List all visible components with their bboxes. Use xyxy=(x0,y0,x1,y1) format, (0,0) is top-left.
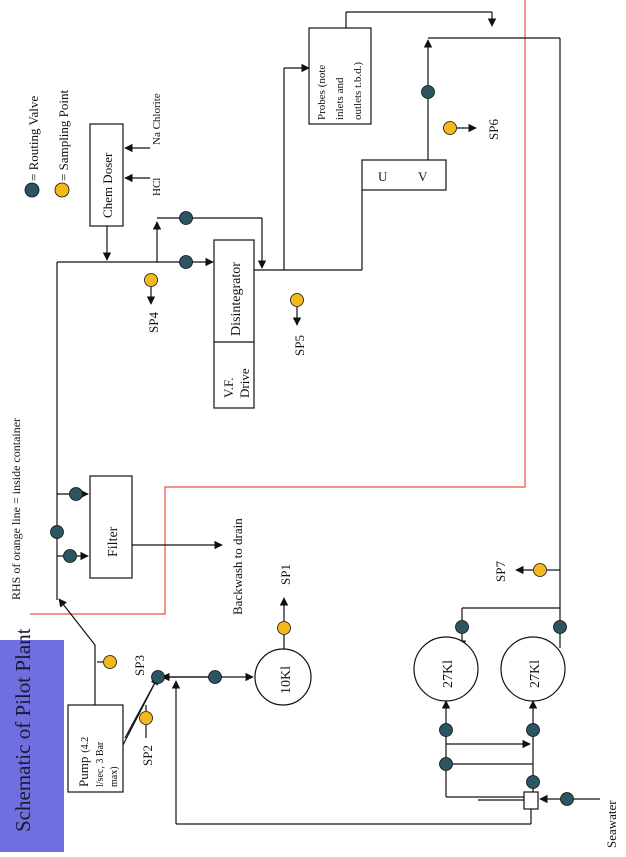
disintegrator-box xyxy=(213,239,255,409)
valve-filter-bottom[interactable] xyxy=(63,549,77,563)
valve-manifold-b[interactable] xyxy=(526,775,540,789)
seawater-label: Seawater xyxy=(604,800,619,848)
tank-27kl-a-label: 27Kl xyxy=(441,660,456,688)
sp7-label: SP7 xyxy=(493,561,508,582)
chem-doser-box xyxy=(89,123,124,227)
valve-pump-inlet[interactable] xyxy=(151,670,165,684)
sp1-point[interactable] xyxy=(277,621,291,635)
sp3-point[interactable] xyxy=(103,655,117,669)
valve-main-line[interactable] xyxy=(50,525,64,539)
disintegrator-label: Disintegrator xyxy=(229,262,244,336)
probes-box xyxy=(308,27,372,125)
uv-label-v: V xyxy=(418,169,428,184)
filter-box xyxy=(89,475,133,579)
tank-10kl-label: 10Kl xyxy=(279,666,294,694)
legend-routing-valve: = Routing Valve xyxy=(26,96,41,181)
tank-27kl-b-label: 27Kl xyxy=(528,660,543,688)
legend-sampling-icon xyxy=(54,182,70,198)
valve-filter-top[interactable] xyxy=(69,487,83,501)
sp6-label: SP6 xyxy=(486,119,501,140)
sp1-label: SP1 xyxy=(278,564,293,585)
container-boundary-line xyxy=(30,0,526,615)
orange-line-note: RHS of orange line = inside container xyxy=(9,418,23,600)
valve-tank-a-inlet[interactable] xyxy=(455,620,469,634)
filter-label: Filter xyxy=(106,526,121,557)
sp5-point[interactable] xyxy=(290,293,304,307)
sp4-label: SP4 xyxy=(146,312,161,333)
vf-drive-line2: Drive xyxy=(237,368,252,398)
valve-tank-b-outlet[interactable] xyxy=(526,723,540,737)
tank-10kl xyxy=(254,648,312,706)
probes-line2: inlets and xyxy=(334,77,346,120)
legend-valve-icon xyxy=(24,182,40,198)
valve-tank-a-outlet[interactable] xyxy=(439,723,453,737)
page-title: Schematic of Pilot Plant xyxy=(11,628,35,832)
valve-uv-outlet[interactable] xyxy=(421,85,435,99)
seawater-junction xyxy=(523,791,539,810)
title-block xyxy=(0,640,64,852)
uv-label-u: U xyxy=(378,169,388,184)
uv-box xyxy=(361,159,447,191)
valve-tank-b-inlet[interactable] xyxy=(553,620,567,634)
legend-sampling-point: = Sampling Point xyxy=(56,89,71,181)
pump-spec-line3: max) xyxy=(109,766,120,787)
sp5-label: SP5 xyxy=(292,335,307,356)
hcl-label: HCl xyxy=(151,178,163,196)
sp2-label: SP2 xyxy=(140,745,155,766)
backwash-label: Backwash to drain xyxy=(230,518,245,615)
sp3-label: SP3 xyxy=(132,655,147,676)
probes-line1: Probes (note xyxy=(316,65,328,120)
sp6-point[interactable] xyxy=(443,121,457,135)
valve-manifold-a[interactable] xyxy=(439,757,453,771)
chem-doser-label: Chem Doser xyxy=(100,152,115,218)
probes-line3: outlets t.b.d.) xyxy=(352,62,364,120)
sp7-point[interactable] xyxy=(533,563,547,577)
valve-10kl-line[interactable] xyxy=(208,670,222,684)
valve-bypass[interactable] xyxy=(179,211,193,225)
na-chlorite-label: Na Chlorite xyxy=(151,93,163,145)
sp4-point[interactable] xyxy=(144,273,158,287)
pump-box xyxy=(67,704,124,793)
vf-drive-line1: V.F. xyxy=(221,378,236,398)
sp2-point[interactable] xyxy=(139,711,153,725)
pump-label: Pump(4.2 xyxy=(76,737,91,787)
valve-disintegrator-inlet[interactable] xyxy=(179,255,193,269)
pump-spec-line2: l/sec, 3 Bar xyxy=(95,741,106,787)
valve-seawater[interactable] xyxy=(560,792,574,806)
